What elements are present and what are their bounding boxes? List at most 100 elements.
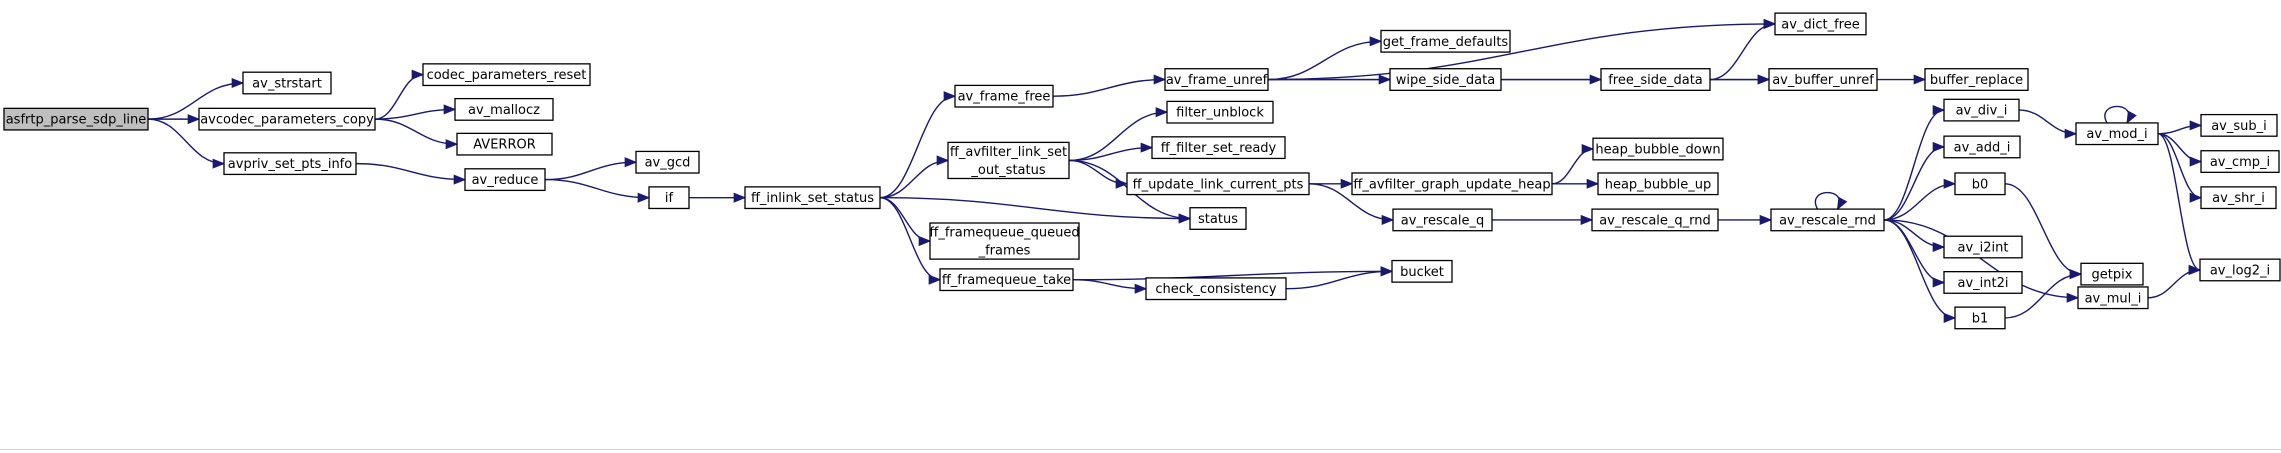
edge-av-frame-unref-to-get-frame-defaults <box>1267 36 1383 81</box>
node-box <box>1943 235 2023 259</box>
node-label: av_shr_i <box>2212 191 2265 206</box>
node-box <box>1924 68 2029 91</box>
node-label: ff_avfilter_link_set <box>950 145 1067 160</box>
node-av-log2-i[interactable]: av_log2_i <box>2199 258 2281 282</box>
node-averror[interactable]: AVERROR <box>456 132 553 156</box>
node-box <box>1126 172 1310 196</box>
node-asfrtp-parse-sdp-line[interactable]: asfrtp_parse_sdp_line <box>3 107 149 131</box>
node-av-int2i[interactable]: av_int2i <box>1943 271 2023 294</box>
node-ff-framequeue-queued-frames[interactable]: ff_framequeue_queued_frames <box>929 222 1080 260</box>
node-heap-bubble-up[interactable]: heap_bubble_up <box>1597 172 1719 196</box>
node-ff-framequeue-take[interactable]: ff_framequeue_take <box>939 268 1074 292</box>
node-av-rescale-q[interactable]: av_rescale_q <box>1392 208 1493 232</box>
node-wipe-side-data[interactable]: wipe_side_data <box>1389 68 1502 91</box>
edge-ff-avfilter-link-set-out-status-to-filter-unblock <box>1068 107 1169 162</box>
node-ff-update-link-current-pts[interactable]: ff_update_link_current_pts <box>1126 172 1310 196</box>
edge-ff-framequeue-take-to-bucket <box>1072 266 1394 281</box>
edge-asfrtp-parse-sdp-line-to-avpriv-set-pts-info <box>147 118 226 169</box>
node-b0[interactable]: b0 <box>1954 172 2006 196</box>
node-box <box>2080 262 2144 286</box>
node-bucket[interactable]: bucket <box>1391 259 1453 283</box>
bottom-divider <box>0 449 2281 450</box>
node-av-shr-i[interactable]: av_shr_i <box>2200 186 2277 210</box>
node-box <box>1943 135 2021 159</box>
node-box <box>1351 172 1553 196</box>
node-ff-filter-set-ready[interactable]: ff_filter_set_ready <box>1151 136 1286 160</box>
node-av-rescale-q-rnd[interactable]: av_rescale_q_rnd <box>1591 208 1719 232</box>
node-ff-avfilter-graph-update-heap[interactable]: ff_avfilter_graph_update_heap <box>1351 172 1553 196</box>
node-label: ff_filter_set_ready <box>1161 141 1277 156</box>
node-av-i2int[interactable]: av_i2int <box>1943 235 2023 259</box>
node-av-reduce[interactable]: av_reduce <box>464 168 546 192</box>
node-box <box>1380 29 1511 53</box>
node-ff-avfilter-link-set-out-status[interactable]: ff_avfilter_link_set_out_status <box>947 141 1070 180</box>
node-av-strstart[interactable]: av_strstart <box>242 71 332 95</box>
node-check-consistency[interactable]: check_consistency <box>1145 277 1287 301</box>
node-label: status <box>1198 212 1238 227</box>
node-label: AVERROR <box>473 138 536 153</box>
node-label: ff_framequeue_take <box>942 273 1071 288</box>
node-av-add-i[interactable]: av_add_i <box>1943 135 2021 159</box>
node-av-rescale-rnd[interactable]: av_rescale_rnd <box>1770 208 1885 232</box>
node-av-frame-unref[interactable]: av_frame_unref <box>1164 68 1269 91</box>
node-free-side-data[interactable]: free_side_data <box>1600 68 1711 91</box>
node-box <box>1591 208 1719 232</box>
node-label: av_buffer_unref <box>1772 73 1874 88</box>
node-av-gcd[interactable]: av_gcd <box>635 150 700 174</box>
node-get-frame-defaults[interactable]: get_frame_defaults <box>1380 29 1511 53</box>
node-ff-inlink-set-status[interactable]: ff_inlink_set_status <box>744 186 881 210</box>
node-av-mod-i[interactable]: av_mod_i <box>2075 122 2159 146</box>
node-filter-unblock[interactable]: filter_unblock <box>1166 100 1274 124</box>
node-buffer-replace[interactable]: buffer_replace <box>1924 68 2029 91</box>
node-av-dict-free[interactable]: av_dict_free <box>1774 12 1867 36</box>
node-label: av_add_i <box>1954 140 2011 155</box>
node-label: filter_unblock <box>1176 106 1264 121</box>
node-label: heap_bubble_up <box>1605 177 1712 192</box>
node-label: av_int2i <box>1958 276 2009 291</box>
node-av-cmp-i[interactable]: av_cmp_i <box>2200 150 2280 173</box>
edge-av-rescale-rnd-to-av-int2i <box>1883 219 1946 288</box>
edge-av-frame-free-to-av-frame-unref <box>1052 74 1167 97</box>
edge-av-mul-i-to-av-log2-i <box>2147 264 2202 299</box>
node-b1[interactable]: b1 <box>1954 306 2006 330</box>
node-label: av_frame_free <box>958 90 1051 105</box>
node-heap-bubble-down[interactable]: heap_bubble_down <box>1592 137 1724 161</box>
edge-av-mod-i-to-av-mod-i <box>2104 105 2137 125</box>
node-box <box>422 63 591 87</box>
edge-asfrtp-parse-sdp-line-to-av-strstart <box>147 77 245 120</box>
node-avpriv-set-pts-info[interactable]: avpriv_set_pts_info <box>223 152 357 176</box>
node-av-sub-i[interactable]: av_sub_i <box>2200 113 2278 137</box>
edge-ff-framequeue-take-to-check-consistency <box>1072 278 1148 294</box>
node-box <box>1774 12 1867 36</box>
node-codec-parameters-reset[interactable]: codec_parameters_reset <box>422 63 591 87</box>
node-label: check_consistency <box>1155 282 1277 297</box>
edge-avcodec-parameters-copy-to-codec-parameters-reset <box>374 69 425 120</box>
node-box <box>1151 136 1286 160</box>
node-av-mallocz[interactable]: av_mallocz <box>454 97 554 121</box>
edge-ff-update-link-current-pts-to-av-rescale-q <box>1308 183 1395 225</box>
node-box <box>1145 277 1287 301</box>
edge-avpriv-set-pts-info-to-av-reduce <box>355 162 467 185</box>
node-box <box>1954 306 2006 330</box>
nodes-layer: asfrtp_parse_sdp_line av_strstart avcodec_… <box>3 12 2281 330</box>
node-av-div-i[interactable]: av_div_i <box>1943 98 2020 122</box>
node-avcodec-parameters-copy[interactable]: avcodec_parameters_copy <box>198 107 376 131</box>
node-if[interactable]: if <box>648 186 690 210</box>
node-av-buffer-unref[interactable]: av_buffer_unref <box>1768 68 1878 91</box>
edge-b0-to-getpix <box>2004 183 2083 280</box>
node-label: av_reduce <box>472 173 539 188</box>
edges-layer <box>147 18 2203 323</box>
node-av-mul-i[interactable]: av_mul_i <box>2077 286 2149 310</box>
edge-check-consistency-to-bucket <box>1285 266 1394 290</box>
node-status[interactable]: status <box>1189 207 1247 230</box>
node-box <box>1592 137 1724 161</box>
node-label: ff_inlink_set_status <box>751 191 874 206</box>
edge-av-rescale-rnd-to-av-rescale-rnd <box>1814 191 1848 211</box>
node-label: codec_parameters_reset <box>427 68 587 83</box>
node-box <box>454 97 554 121</box>
node-getpix[interactable]: getpix <box>2080 262 2144 286</box>
node-box <box>2075 122 2159 146</box>
node-box <box>1166 100 1274 124</box>
node-label: ff_avfilter_graph_update_heap <box>1353 177 1550 192</box>
node-av-frame-free[interactable]: av_frame_free <box>954 84 1054 108</box>
